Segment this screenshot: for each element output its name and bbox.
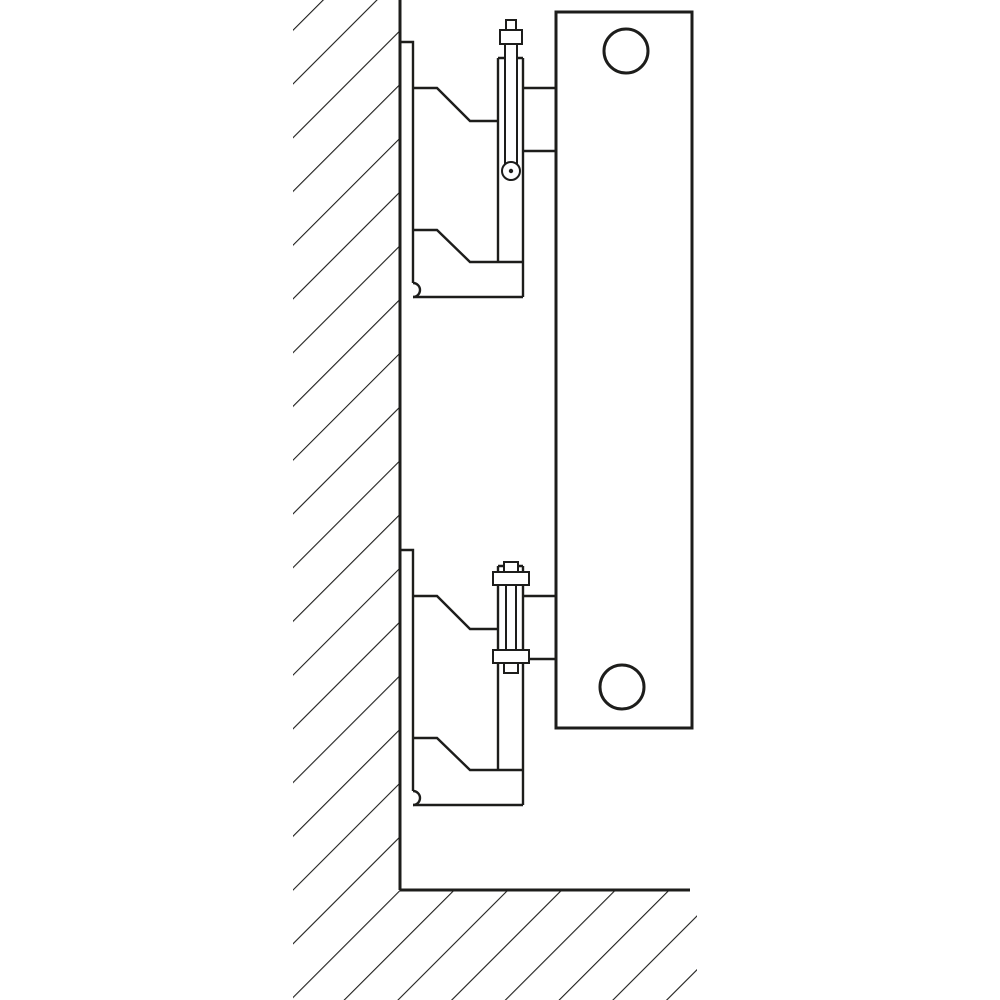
lower-bracket-wall-plate [400, 548, 415, 791]
retaining-hook-bar [504, 43, 518, 165]
radiator-bottom-port-circle [598, 663, 646, 711]
radiator-panel [554, 10, 694, 730]
lower-bracket-lower-arm [413, 736, 523, 772]
lower-bracket-top-arm [413, 594, 498, 631]
adjustment-screw-tip [505, 19, 517, 31]
hook-pivot-center-dot [508, 168, 514, 174]
upper-bracket-lower-arm [413, 228, 523, 264]
clamp-top-flange [492, 571, 530, 586]
drawing [293, 0, 697, 1000]
clamp-bottom-flange [492, 649, 530, 664]
upper-bracket-wall-plate [400, 40, 415, 283]
clamp-bolt-top-stub [503, 561, 519, 573]
clamp-bolt-bottom-stub [503, 662, 519, 674]
lower-bracket [400, 548, 556, 807]
floor-section-hatching [293, 890, 697, 1000]
adjustment-screw-head [499, 29, 523, 45]
wall-section-hatching [293, 0, 400, 890]
upper-bracket-top-arm [413, 86, 498, 123]
upper-bracket-hook-assembly [499, 19, 523, 181]
upper-bracket [400, 19, 556, 299]
radiator-body-outline [554, 10, 694, 730]
radiator-top-port-circle [602, 27, 650, 75]
lower-bracket-clamp-assembly [492, 561, 530, 674]
